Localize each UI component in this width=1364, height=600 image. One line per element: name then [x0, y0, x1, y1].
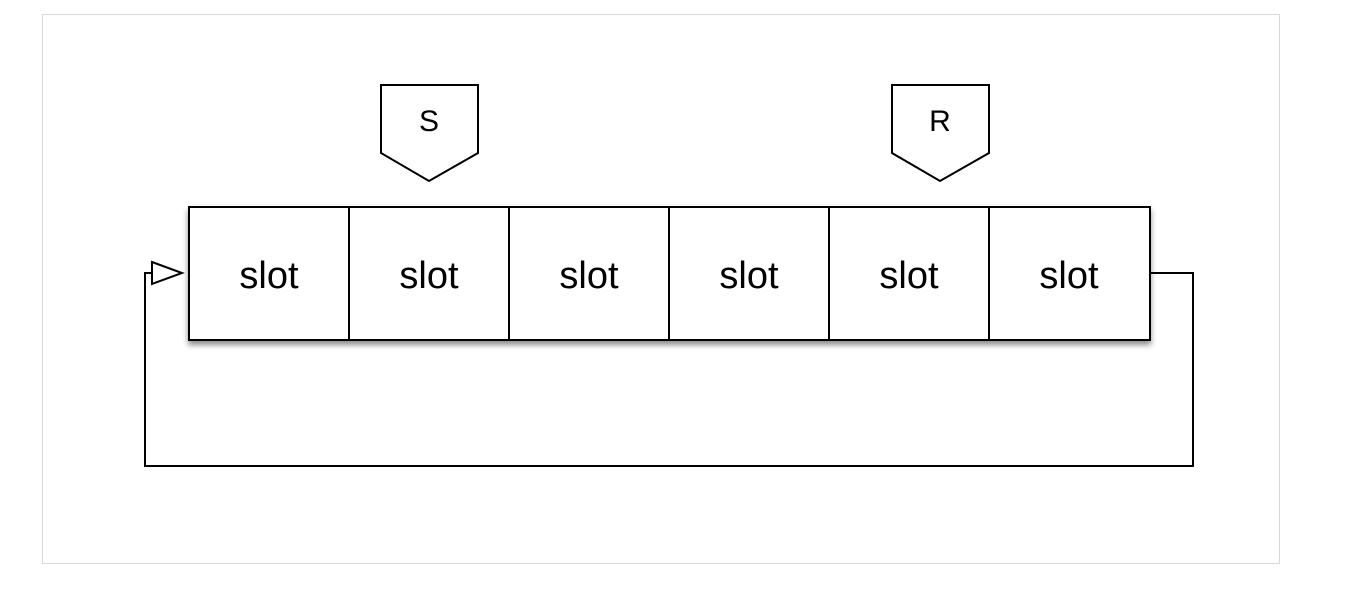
receive-pointer-marker	[891, 84, 990, 183]
slot-label: slot	[719, 255, 779, 297]
slot-label: slot	[879, 255, 939, 297]
wraparound-line	[144, 272, 1194, 467]
slot-box	[828, 206, 990, 341]
wraparound-arrowhead	[151, 260, 185, 286]
slot-label: slot	[399, 255, 459, 297]
send-pointer-label: S	[419, 105, 439, 138]
send-pointer-marker	[380, 84, 479, 183]
slot-box	[188, 206, 350, 341]
slot-array	[188, 206, 1151, 341]
slot-label: slot	[239, 255, 299, 297]
slot-label: slot	[559, 255, 619, 297]
slot-box	[348, 206, 510, 341]
slot-label: slot	[1039, 255, 1099, 297]
slot-box	[988, 206, 1151, 341]
receive-pointer-label: R	[929, 105, 951, 138]
